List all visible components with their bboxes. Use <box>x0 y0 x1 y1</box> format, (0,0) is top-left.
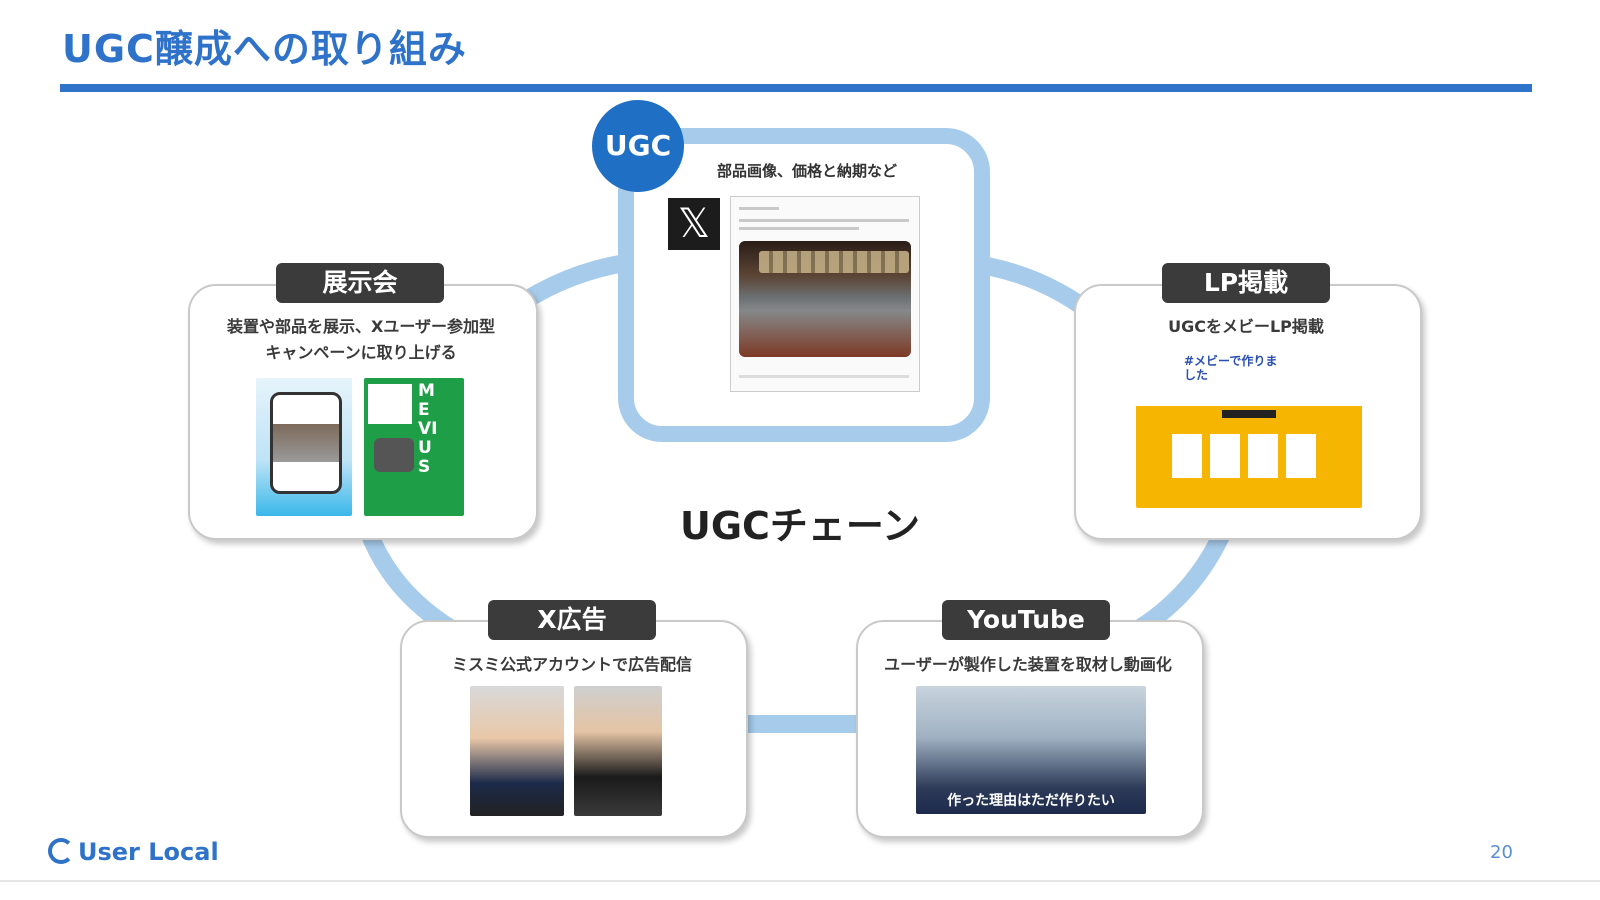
tweet-photo <box>739 241 911 357</box>
node-exhibition-desc-2: キャンペーンに取り上げる <box>265 343 457 362</box>
node-lp-title: LP掲載 <box>1162 263 1330 303</box>
mevius-text: MEVIUS <box>418 381 438 477</box>
slide-title: UGC醸成への取り組み <box>62 27 467 71</box>
node-exhibition-title: 展示会 <box>276 263 444 303</box>
user-local-logo-text: User Local <box>78 838 219 866</box>
node-x-ad-desc: ミスミ公式アカウントで広告配信 <box>451 655 692 674</box>
x-logo-icon: 𝕏 <box>668 198 720 250</box>
youtube-video-thumbnail: 作った理由はただ作りたい <box>916 686 1146 814</box>
exhibition-phone-poster <box>256 378 352 516</box>
youtube-video-caption: 作った理由はただ作りたい <box>947 793 1115 809</box>
ring-arc-xad-exhibition <box>359 521 459 637</box>
page-number: 20 <box>1490 842 1513 863</box>
exhibition-mevius-poster: MEVIUS <box>364 378 464 516</box>
x-ad-video-1 <box>470 686 564 816</box>
tweet-screenshot <box>730 196 920 392</box>
bottom-divider <box>0 880 1600 882</box>
node-exhibition <box>188 284 538 540</box>
ugc-chain-label: UGCチェーン <box>680 504 921 548</box>
x-ad-video-2 <box>574 686 662 816</box>
node-youtube-desc: ユーザーが製作した装置を取材し動画化 <box>884 655 1172 674</box>
node-exhibition-desc-1: 装置や部品を展示、Xユーザー参加型 <box>226 317 496 336</box>
node-youtube-title: YouTube <box>942 600 1110 640</box>
node-lp-desc: UGCをメビーLP掲載 <box>1168 317 1324 336</box>
user-local-logo: User Local <box>48 838 219 866</box>
lp-banner-text: #メビーで作りました <box>1184 354 1278 382</box>
user-local-logo-icon <box>48 838 74 864</box>
lp-page-screenshot: #メビーで作りました <box>1136 348 1362 508</box>
node-x-ad-title: X広告 <box>488 600 656 640</box>
title-underline <box>60 84 1532 92</box>
ugc-badge: UGC <box>592 100 684 192</box>
ugc-caption: 部品画像、価格と納期など <box>716 162 897 180</box>
